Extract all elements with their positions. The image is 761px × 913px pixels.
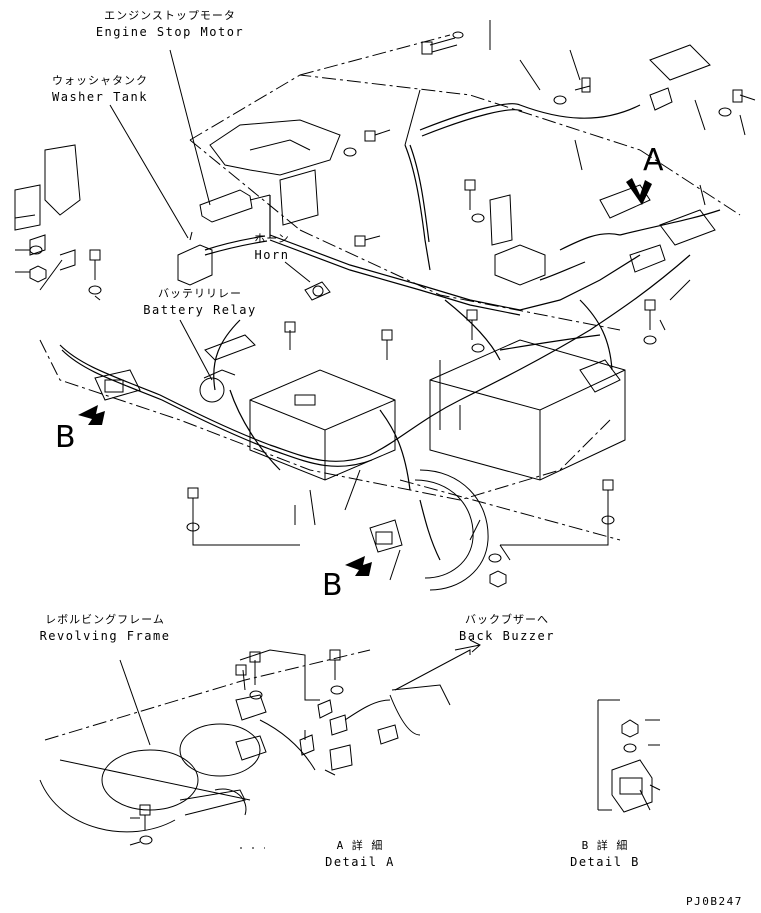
engine-stop-motor-label-jp: エンジンストップモータ (104, 9, 236, 22)
detail-a-label-en: Detail A (325, 855, 395, 869)
horn-label-jp: ホーン (254, 232, 290, 245)
horn-label-en: Horn (254, 248, 290, 262)
detail-b-label-en: Detail B (570, 855, 640, 869)
guard-arc (414, 469, 489, 591)
detail-b-label-jp: B 詳 細 (581, 839, 629, 852)
main-harness (59, 103, 721, 561)
battery-box (429, 339, 626, 481)
connector-left (94, 369, 141, 401)
back-buzzer-label-jp: バックブザーへ (465, 613, 549, 626)
detail-b-drawing (597, 699, 661, 813)
view-arrows (78, 178, 652, 576)
bolts (89, 37, 756, 518)
detail-a-label-jp: A 詳 細 (336, 839, 384, 852)
back-buzzer-label-en: Back Buzzer (459, 629, 555, 643)
connector-bottom (369, 519, 403, 553)
detail-a-drawing (39, 639, 481, 849)
revolving-frame-label-jp: レボルビングフレーム (45, 613, 165, 626)
battery-relay-label-jp: バッテリリレー (158, 287, 242, 300)
view-a-marker: A (643, 143, 664, 178)
washer-tank-label-jp: ウォッシャタンク (52, 74, 148, 87)
engine-stop-motor-part (199, 189, 271, 223)
bracket-lines (192, 500, 609, 546)
view-b-marker-left: B (55, 420, 76, 455)
battery (249, 369, 396, 481)
left-bracket (14, 144, 81, 271)
leader-lines (14, 20, 746, 581)
washer-tank-label-en: Washer Tank (52, 90, 148, 104)
washer-tank-part (177, 231, 213, 286)
washers (29, 31, 732, 588)
revolving-frame-label-en: Revolving Frame (39, 629, 171, 643)
engine-stop-motor-label-en: Engine Stop Motor (95, 25, 245, 39)
battery-relay-part (199, 334, 256, 403)
battery-relay-label-en: Battery Relay (143, 303, 257, 317)
view-b-marker-bottom: B (322, 568, 343, 603)
engine-region (209, 119, 341, 176)
horn-part (304, 281, 331, 301)
drawing-code: PJ0B247 (686, 895, 743, 908)
right-components (279, 44, 716, 393)
